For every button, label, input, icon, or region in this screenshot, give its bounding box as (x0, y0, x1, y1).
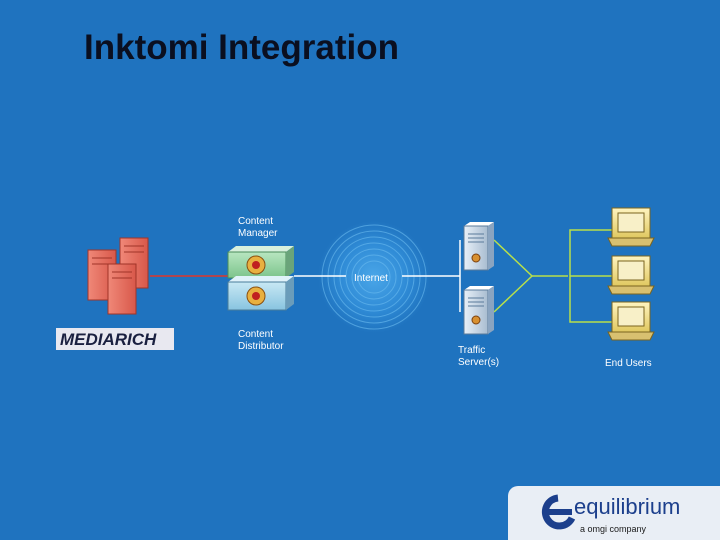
content-distributor-label-line2: Distributor (238, 341, 284, 352)
internet-label: Internet (354, 273, 388, 284)
equilibrium-logo-box: equilibrium a omgi company (508, 486, 720, 540)
content-manager-label-line2: Manager (238, 228, 278, 239)
slide-title: Inktomi Integration (84, 28, 399, 67)
traffic-servers-label-line2: Server(s) (458, 357, 499, 368)
content-distributor-label-line1: Content (238, 329, 273, 340)
internet-globe (318, 221, 430, 333)
content-manager-icon (227, 246, 294, 279)
end-user-pc-3-icon (607, 301, 655, 341)
green-link-1 (493, 239, 534, 313)
equilibrium-e-icon (541, 494, 576, 530)
end-users-label: End Users (605, 358, 652, 369)
traffic-server-bottom-icon (463, 286, 494, 335)
mediarich-logo: MEDIARICH (56, 328, 174, 350)
traffic-servers-label-line1: Traffic (458, 345, 485, 356)
content-distributor-icon (227, 276, 294, 311)
content-manager-label-line1: Content (238, 216, 273, 227)
mediarich-servers-icon (87, 237, 149, 315)
end-user-pc-1-icon (607, 207, 655, 247)
end-user-pc-2-icon (607, 255, 655, 295)
mediarich-logo-text: MEDIARICH (60, 330, 157, 349)
equilibrium-logo-text: equilibrium (574, 494, 681, 519)
equilibrium-tagline: a omgi company (580, 524, 647, 534)
traffic-server-top-icon (463, 222, 494, 271)
